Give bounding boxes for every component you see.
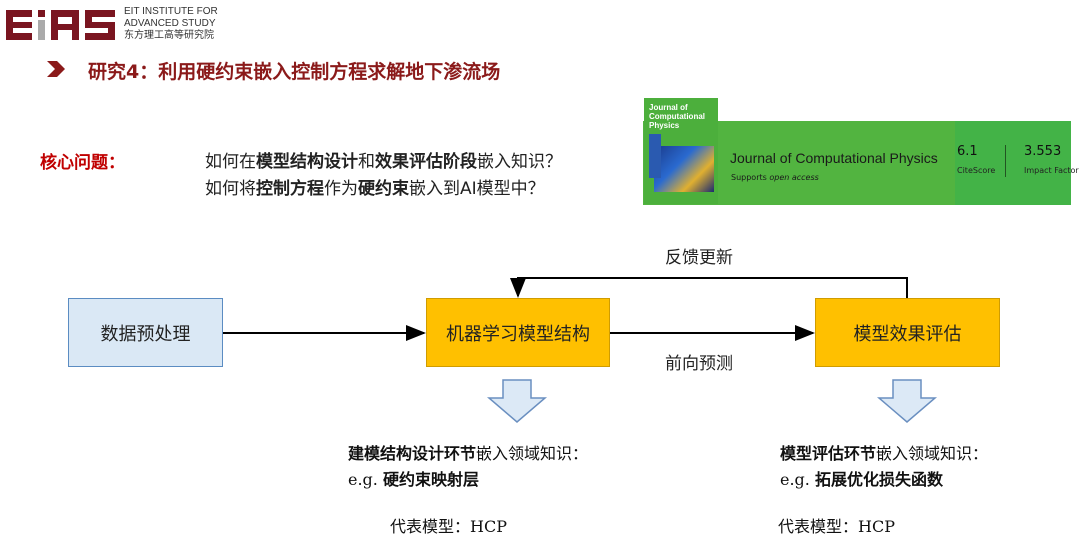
logo-text: EIT INSTITUTE FOR ADVANCED STUDY 东方理工高等研… [124, 6, 218, 42]
left-line-1: 建模结构设计环节嵌入领域知识： [348, 444, 589, 463]
forward-label: 前向预测 [665, 354, 733, 374]
question-2: 如何将控制方程作为硬约束嵌入到AI模型中？ [205, 179, 545, 199]
citescore-label: CiteScore [957, 166, 996, 175]
logo-line: 东方理工高等研究院 [124, 30, 214, 41]
impact-factor-label: Impact Factor [1024, 166, 1079, 175]
right-line-1: 模型评估环节嵌入领域知识： [780, 444, 989, 463]
journal-name: Journal of Computational Physics [730, 150, 938, 166]
logo [6, 6, 118, 44]
citescore-value: 6.1 [957, 144, 978, 159]
page-title: 研究4：利用硬约束嵌入控制方程求解地下渗流场 [88, 61, 501, 83]
divider [1005, 145, 1006, 177]
cover-title: Journal of Computational Physics [649, 103, 705, 130]
chevron-right-icon [47, 61, 65, 77]
right-representative-model: 代表模型：HCP [778, 517, 895, 536]
left-representative-model: 代表模型：HCP [390, 517, 507, 536]
box-model-evaluation: 模型效果评估 [815, 298, 1000, 367]
journal-metrics-panel [955, 121, 1071, 205]
logo-line: EIT INSTITUTE FOR [124, 6, 218, 17]
right-line-2: e.g. 拓展优化损失函数 [780, 470, 943, 489]
journal-access: Supports open access [731, 173, 819, 182]
core-question-label: 核心问题： [40, 153, 125, 173]
question-1: 如何在模型结构设计和效果评估阶段嵌入知识？ [205, 152, 562, 172]
feedback-label: 反馈更新 [665, 248, 733, 268]
left-line-2: e.g. 硬约束映射层 [348, 470, 479, 489]
impact-factor-value: 3.553 [1024, 144, 1062, 159]
arrow-feedback [510, 277, 908, 298]
box-data-preprocessing: 数据预处理 [68, 298, 223, 367]
down-arrow-icon [876, 379, 938, 423]
journal-cover: Journal of Computational Physics [644, 98, 718, 204]
logo-line: ADVANCED STUDY [124, 18, 216, 29]
box-ml-model-structure: 机器学习模型结构 [426, 298, 610, 367]
eias-logo-icon [6, 10, 115, 40]
down-arrow-icon [486, 379, 548, 423]
